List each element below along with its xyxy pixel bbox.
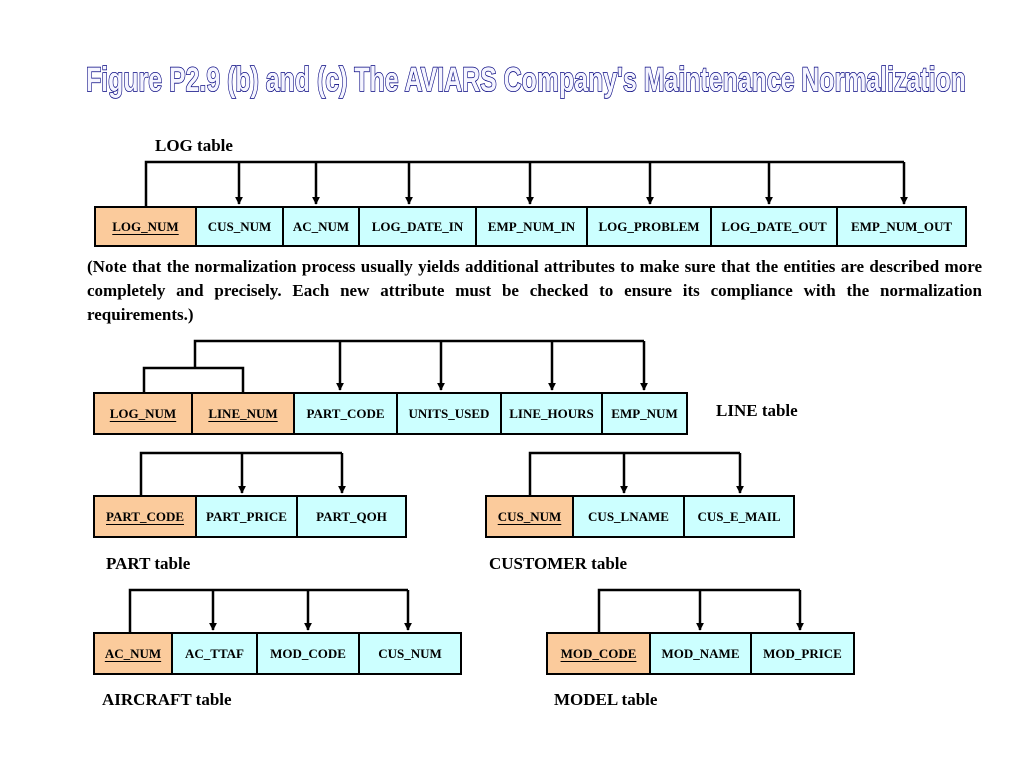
log-dependency-arrows — [144, 160, 908, 206]
aircraft-col-cus-num: CUS_NUM — [358, 632, 462, 675]
line-dependency-arrows — [142, 339, 648, 392]
log-col-log-date-out: LOG_DATE_OUT — [710, 206, 838, 247]
model-dependency-arrows — [597, 588, 804, 632]
part-col-part-code: PART_CODE — [93, 495, 197, 538]
customer-col-cus-lname: CUS_LNAME — [572, 495, 685, 538]
model-col-mod-price: MOD_PRICE — [750, 632, 855, 675]
line-col-emp-num: EMP_NUM — [601, 392, 688, 435]
log-col-cus-num: CUS_NUM — [195, 206, 284, 247]
line-col-units-used: UNITS_USED — [396, 392, 502, 435]
line-col-line-num: LINE_NUM — [191, 392, 295, 435]
model-col-mod-code: MOD_CODE — [546, 632, 651, 675]
aircraft-table-label: AIRCRAFT table — [102, 690, 232, 709]
log-col-emp-num-in: EMP_NUM_IN — [475, 206, 588, 247]
figure-title-text: Figure P2.9 (b) and (c) The AVIARS Compa… — [86, 61, 966, 99]
customer-dependency-arrows — [528, 451, 744, 495]
customer-col-cus-e-mail: CUS_E_MAIL — [683, 495, 795, 538]
part-table-label: PART table — [106, 554, 191, 573]
log-col-ac-num: AC_NUM — [282, 206, 360, 247]
aircraft-col-ac-ttaf: AC_TTAF — [171, 632, 258, 675]
line-col-part-code: PART_CODE — [293, 392, 398, 435]
aircraft-col-mod-code: MOD_CODE — [256, 632, 360, 675]
part-col-part-qoh: PART_QOH — [296, 495, 407, 538]
figure-title: Figure P2.9 (b) and (c) The AVIARS Compa… — [85, 60, 967, 100]
log-col-log-num: LOG_NUM — [94, 206, 197, 247]
part-dependency-arrows — [139, 451, 346, 495]
aircraft-col-ac-num: AC_NUM — [93, 632, 173, 675]
model-col-mod-name: MOD_NAME — [649, 632, 752, 675]
line-col-line-hours: LINE_HOURS — [500, 392, 603, 435]
customer-col-cus-num: CUS_NUM — [485, 495, 574, 538]
line-table-label: LINE table — [716, 401, 798, 420]
log-col-emp-num-out: EMP_NUM_OUT — [836, 206, 967, 247]
line-col-log-num: LOG_NUM — [93, 392, 193, 435]
log-table-label: LOG table — [155, 136, 233, 155]
model-table-label: MODEL table — [554, 690, 658, 709]
aircraft-dependency-arrows — [128, 588, 412, 632]
customer-table-label: CUSTOMER table — [489, 554, 628, 573]
part-col-part-price: PART_PRICE — [195, 495, 298, 538]
log-col-log-problem: LOG_PROBLEM — [586, 206, 712, 247]
normalization-note: (Note that the normalization process usu… — [87, 257, 982, 324]
log-col-log-date-in: LOG_DATE_IN — [358, 206, 477, 247]
